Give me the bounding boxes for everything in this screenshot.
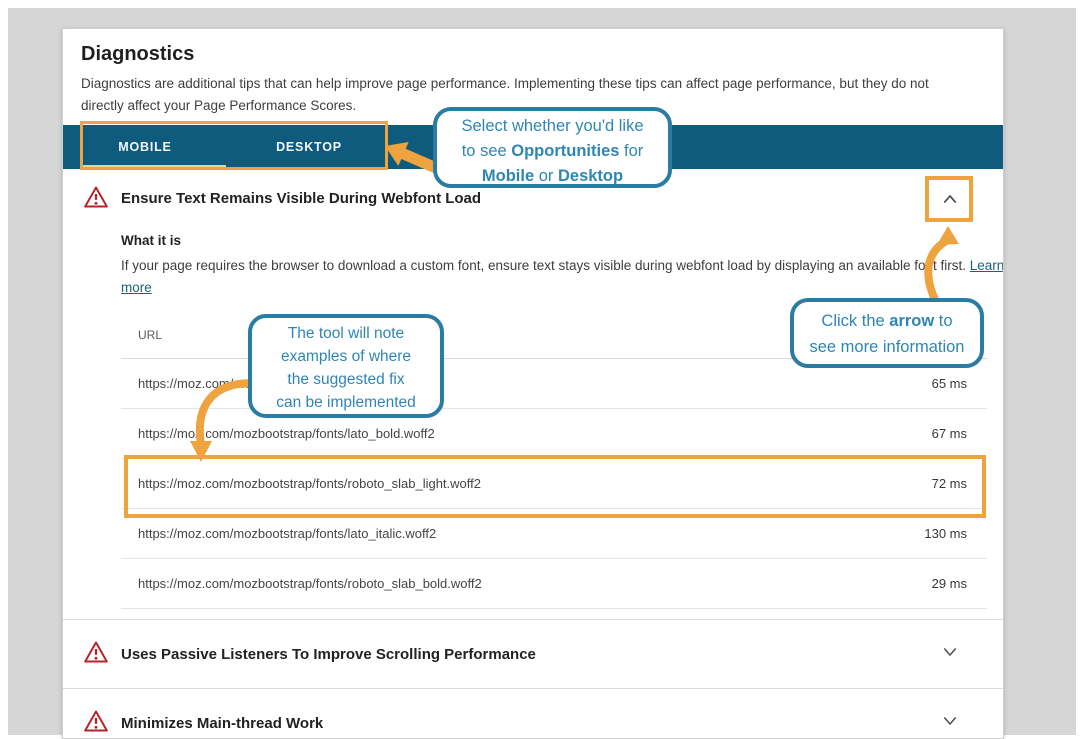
section-title: Uses Passive Listeners To Improve Scroll…	[121, 645, 536, 663]
table-row-highlighted: https://moz.com/mozbootstrap/fonts/robot…	[121, 459, 987, 509]
table-header-row: URL	[121, 311, 987, 359]
row-time: 72 ms	[931, 476, 967, 491]
table-row: https://moz.com/mozbootstrap/fonts/robot…	[121, 559, 987, 609]
table-row: https://moz.com/mozbootstrap/fonts/lato_…	[121, 409, 987, 459]
warning-triangle-icon	[83, 640, 109, 669]
row-time: 29 ms	[931, 576, 967, 591]
row-url: https://moz.com/mozbootstrap/fonts/lato_…	[138, 426, 435, 441]
row-url: https://moz.com/mozbootstrap/fonts/robot…	[138, 476, 481, 491]
callout-text: to	[934, 312, 953, 330]
url-column-header: URL	[138, 327, 163, 342]
row-url: https://moz.com/mozbootstrap/fonts/robot…	[138, 576, 482, 591]
page-title: Diagnostics	[81, 43, 195, 65]
learn-more-link[interactable]: Learn more	[121, 258, 1004, 295]
callout-text: Click the	[821, 312, 890, 330]
callout-text: or	[534, 167, 558, 185]
tab-mobile-label: MOBILE	[118, 140, 172, 154]
callout-select-device: Select whether you'd like to see Opportu…	[433, 107, 672, 188]
chevron-down-icon	[941, 714, 959, 733]
section-title: Minimizes Main-thread Work	[121, 714, 324, 732]
section-main-thread-work[interactable]: Minimizes Main-thread Work	[63, 688, 1003, 738]
warning-triangle-icon	[83, 709, 109, 738]
page-description: Diagnostics are additional tips that can…	[81, 76, 929, 113]
callout-text: examples of where	[280, 348, 412, 365]
callout-text-bold: arrow	[889, 312, 935, 330]
callout-click-arrow: Click the arrow to see more information	[790, 298, 984, 368]
warning-triangle-icon	[83, 185, 109, 214]
diagnostic-body-text: If your page requires the browser to dow…	[121, 258, 966, 273]
callout-text-bold: Opportunities	[511, 142, 620, 160]
table-row: https://moz.com/mozbootstrap/fonts/lato_…	[121, 509, 987, 559]
callout-text-bold: Desktop	[557, 167, 624, 185]
row-url: https://moz.com/mozbootstrap/fonts/lato_…	[138, 526, 437, 541]
diagnostic-title: Ensure Text Remains Visible During Webfo…	[121, 190, 482, 207]
chevron-down-icon	[941, 645, 959, 664]
tab-desktop[interactable]: DESKTOP	[227, 125, 391, 169]
tab-desktop-label: DESKTOP	[276, 140, 342, 154]
row-time: 130 ms	[924, 526, 967, 541]
row-time: 65 ms	[931, 376, 967, 391]
chevron-up-icon	[941, 192, 959, 211]
callout-text-bold: Mobile	[481, 167, 535, 185]
what-it-is-heading: What it is	[121, 233, 181, 248]
callout-text: see more information	[809, 338, 965, 356]
row-time: 67 ms	[931, 426, 967, 441]
callout-text: Select whether you'd like	[461, 117, 644, 135]
callout-text: the suggested fix	[287, 371, 405, 388]
section-passive-listeners[interactable]: Uses Passive Listeners To Improve Scroll…	[63, 619, 1003, 688]
active-tab-indicator	[81, 165, 226, 169]
row-url: https://moz.com/moz	[138, 376, 258, 391]
callout-text: for	[619, 142, 644, 160]
callout-text: The tool will note	[287, 325, 405, 342]
collapse-section-button[interactable]	[935, 189, 965, 213]
expand-section-button[interactable]	[935, 642, 965, 666]
callout-text: to see	[461, 142, 512, 160]
callout-examples: The tool will note examples of where the…	[248, 314, 444, 418]
tab-mobile[interactable]: MOBILE	[63, 125, 227, 169]
expand-section-button[interactable]	[935, 711, 965, 735]
callout-text: can be implemented	[276, 394, 416, 411]
diagnostic-body: If your page requires the browser to dow…	[121, 255, 1004, 298]
